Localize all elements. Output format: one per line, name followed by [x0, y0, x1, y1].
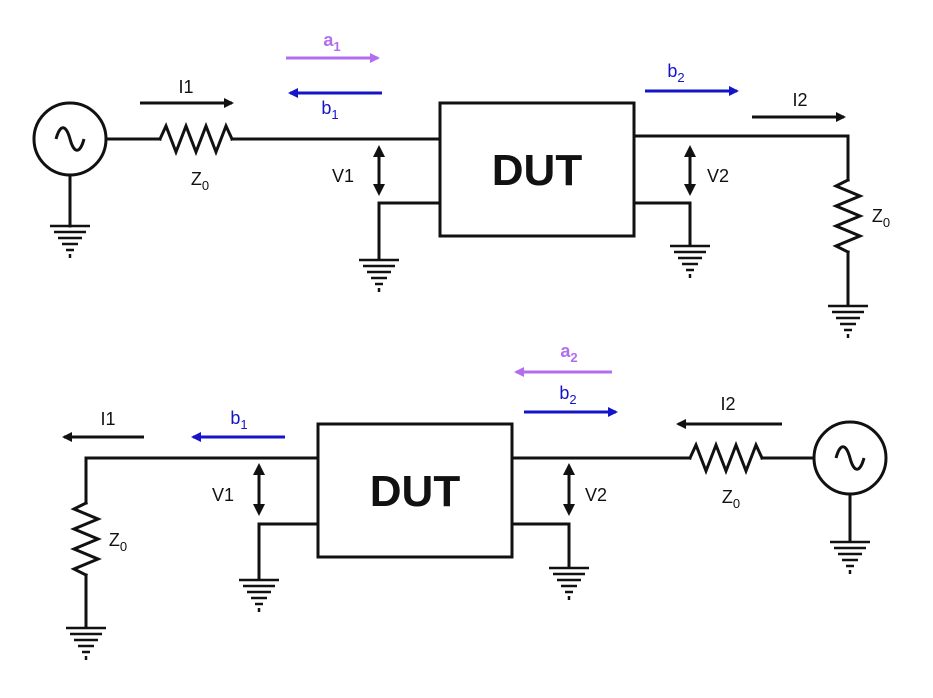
top-circuit: DUT V1 V2 I1 I2 Z0 Z0 a1 b1 b2: [32, 30, 890, 340]
bottom-a2-label: a2: [560, 341, 577, 365]
top-dut-label: DUT: [492, 146, 583, 195]
bottom-ac-source-icon: [812, 420, 888, 496]
bottom-load-impedance-label: Z0: [109, 530, 127, 554]
top-source-resistor-icon: [158, 121, 234, 157]
top-a1-label: a1: [323, 30, 340, 54]
top-i1-label: I1: [178, 77, 193, 97]
bottom-dut-box: [316, 422, 514, 559]
bottom-port1-ground-icon: [237, 578, 281, 614]
bottom-load-resistor-icon: [70, 500, 102, 578]
top-ac-source-icon: [32, 101, 108, 177]
top-source-ground-icon: [48, 224, 92, 260]
top-dut-box: [438, 101, 636, 238]
bottom-v2-label: V2: [585, 485, 607, 505]
top-b1-label: b1: [321, 98, 338, 122]
top-source-impedance-label: Z0: [191, 169, 209, 193]
bottom-port2-ground-icon: [547, 566, 591, 602]
bottom-dut-label: DUT: [370, 467, 461, 516]
top-load-ground-icon: [826, 304, 870, 340]
top-i2-label: I2: [792, 90, 807, 110]
top-load-impedance-label: Z0: [872, 206, 890, 230]
bottom-source-impedance-label: Z0: [722, 487, 740, 511]
bottom-circuit: Z0 DUT V1 Z0 V2 I1 I2 b1 a2 b2: [62, 341, 888, 662]
bottom-i1-label: I1: [100, 409, 115, 429]
top-port2-ground-icon: [668, 244, 712, 280]
top-port1-ground-icon: [357, 258, 401, 294]
bottom-load-ground-icon: [64, 626, 108, 662]
bottom-source-resistor-icon: [688, 440, 764, 476]
bottom-source-ground-icon: [828, 540, 872, 576]
top-b2-label: b2: [667, 61, 684, 85]
bottom-v1-label: V1: [212, 485, 234, 505]
top-load-resistor-icon: [832, 177, 864, 255]
bottom-b2-label: b2: [559, 383, 576, 407]
top-v1-label: V1: [332, 166, 354, 186]
bottom-i2-label: I2: [720, 394, 735, 414]
bottom-b1-label: b1: [230, 408, 247, 432]
top-v2-label: V2: [707, 166, 729, 186]
